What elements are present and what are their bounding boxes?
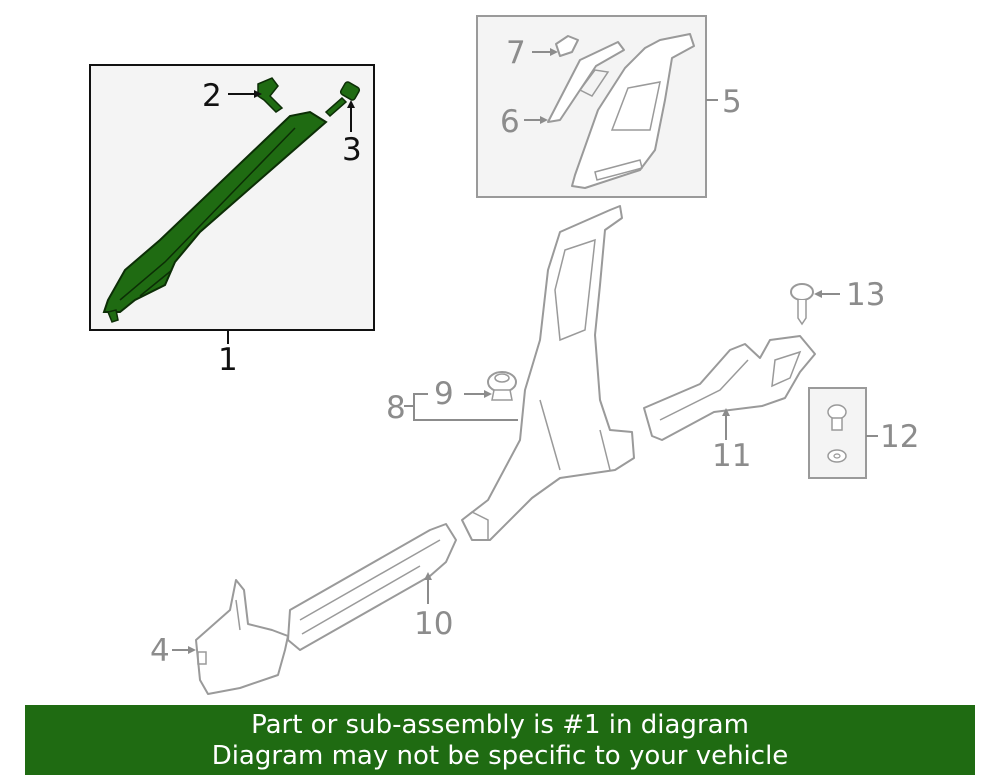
- part-8-inner-panel: [539, 238, 611, 471]
- part-1-pillar-tab: [106, 309, 119, 323]
- callout-2: 2: [202, 78, 222, 114]
- part-5-group[interactable]: [476, 15, 718, 198]
- leader-7-arrow: [550, 48, 558, 56]
- leader-11-arrow: [722, 408, 730, 416]
- part-5-upper-trim[interactable]: [571, 33, 695, 189]
- callout-4: 4: [150, 633, 170, 669]
- callout-13: 13: [846, 277, 885, 313]
- part-12-group[interactable]: [808, 387, 867, 479]
- callout-8: 8: [386, 390, 406, 426]
- part-7-clip[interactable]: [555, 35, 579, 57]
- part-5-grille: [594, 81, 661, 181]
- leader-2-arrow: [254, 90, 262, 98]
- part-12-box: [808, 387, 867, 479]
- leader-9-arrow: [484, 390, 492, 398]
- callout-7: 7: [506, 35, 526, 71]
- part-11-quarter-trim[interactable]: [643, 335, 816, 441]
- leader-13-arrow: [814, 290, 822, 298]
- part-10-ridge: [299, 539, 441, 635]
- part-1-group[interactable]: [89, 64, 375, 344]
- part-6-cover[interactable]: [547, 41, 625, 123]
- part-3-screw[interactable]: [324, 81, 361, 118]
- banner-line-2: Diagram may not be specific to your vehi…: [211, 741, 789, 771]
- part-4-cowl-trim[interactable]: [195, 579, 289, 695]
- callout-3: 3: [342, 132, 362, 168]
- part-12-bolt[interactable]: [827, 404, 847, 431]
- part-13-screw[interactable]: [790, 283, 814, 326]
- part-6-slot: [578, 69, 610, 97]
- banner-line-1: Part or sub-assembly is #1 in diagram: [251, 710, 749, 740]
- leader-8-bracket: [404, 393, 518, 421]
- callout-12: 12: [880, 419, 919, 455]
- part-10-group[interactable]: [287, 523, 457, 651]
- part-4-group[interactable]: [195, 579, 289, 695]
- leader-6-arrow: [540, 116, 548, 124]
- part-11-inner: [659, 350, 802, 421]
- leader-10-arrow: [424, 572, 432, 580]
- parts-diagram: 1 2 3 4 5 6 7 8 9 10 11 12 13: [89, 15, 919, 695]
- part-12-washer[interactable]: [827, 449, 847, 463]
- part-4-tab: [197, 599, 241, 665]
- part-1-pillar-edge: [119, 127, 296, 301]
- leader-3-arrow: [347, 100, 355, 108]
- callout-10: 10: [414, 606, 453, 642]
- callout-1: 1: [218, 342, 238, 378]
- part-11-group[interactable]: [643, 335, 816, 441]
- leader-4-arrow: [188, 646, 196, 654]
- part-1-pillar-trim[interactable]: [102, 110, 328, 313]
- part-8-group[interactable]: [461, 205, 635, 541]
- part-8-b-pillar-trim[interactable]: [461, 205, 635, 541]
- part-2-clip[interactable]: [257, 77, 284, 113]
- part-8-lower-edge: [461, 511, 489, 540]
- callout-5: 5: [722, 84, 742, 120]
- notice-banner: Part or sub-assembly is #1 in diagram Di…: [25, 705, 975, 775]
- callout-6: 6: [500, 104, 520, 140]
- part-9-clip[interactable]: [487, 371, 517, 401]
- callout-11: 11: [712, 438, 751, 474]
- callout-9: 9: [434, 376, 454, 412]
